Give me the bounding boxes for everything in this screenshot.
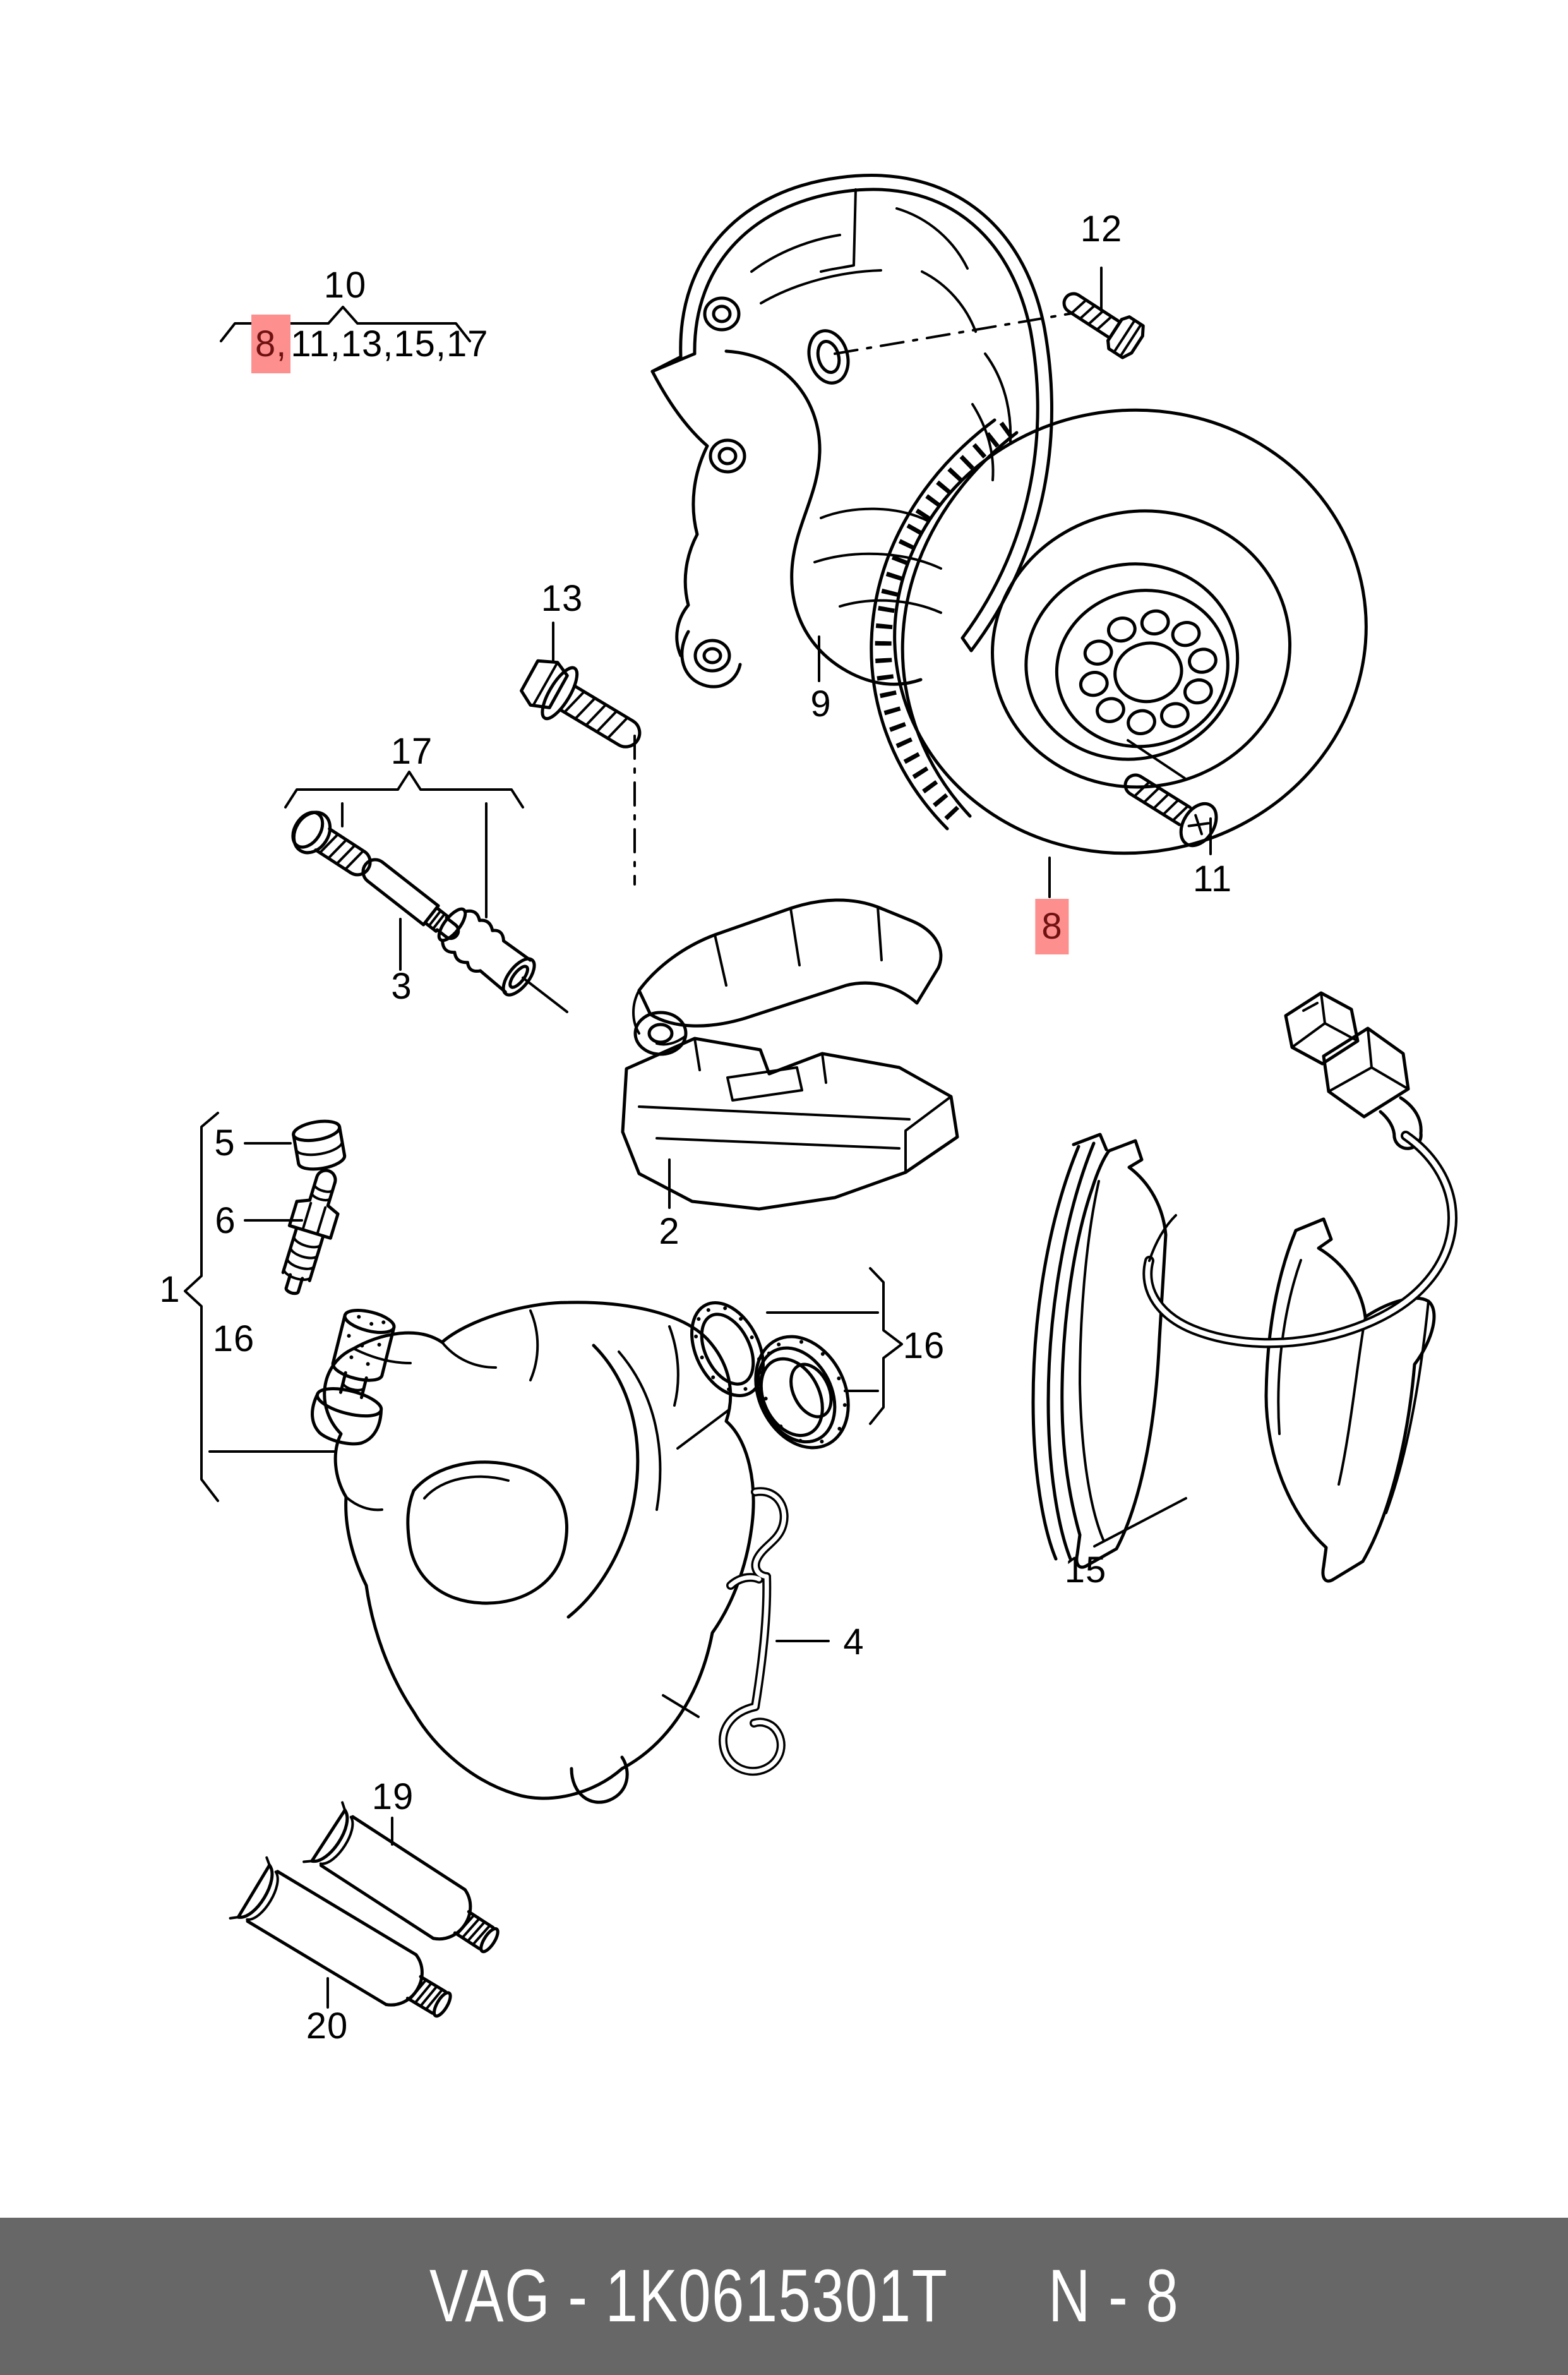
callout-16-right[interactable]: 16 [902, 1325, 945, 1366]
piston-seal [690, 1301, 765, 1397]
carrier-bolt [520, 659, 642, 749]
footer-part-number: VAG - 1K0615301T [429, 2254, 949, 2338]
legend-highlighted-ref[interactable]: 8, [251, 315, 291, 373]
piston-boot [754, 1335, 850, 1450]
callout-5[interactable]: 5 [214, 1122, 236, 1163]
bleeder-cap [292, 1119, 347, 1171]
callout-15[interactable]: 15 [1064, 1549, 1107, 1590]
leader-lines [184, 267, 1212, 2009]
legend-top-label[interactable]: 10 [323, 265, 368, 306]
footer-page-code: N - 8 [1048, 2254, 1180, 2338]
retaining-spring [719, 1487, 789, 1776]
guide-sleeve [437, 907, 536, 997]
callout-6[interactable]: 6 [215, 1200, 236, 1241]
callout-3[interactable]: 3 [391, 966, 412, 1007]
grease-tube-large [229, 1856, 452, 2018]
callout-2[interactable]: 2 [659, 1211, 680, 1252]
guide-screw [291, 810, 372, 877]
shield-bolt [1062, 292, 1145, 359]
bleeder-valve [281, 1169, 340, 1296]
legend-bottom-labels: 8,11,13,15,17 [251, 315, 489, 373]
callout-11[interactable]: 11 [1192, 858, 1233, 899]
callout-13[interactable]: 13 [541, 578, 584, 619]
pad-carrier [621, 898, 959, 1211]
callout-17[interactable]: 17 [390, 731, 433, 772]
wear-sensor [1142, 991, 1457, 1349]
grease-tube-small [302, 1801, 500, 1954]
callout-19[interactable]: 19 [371, 1776, 414, 1817]
callout-12[interactable]: 12 [1080, 208, 1123, 250]
callout-9[interactable]: 9 [810, 683, 832, 725]
callout-4[interactable]: 4 [843, 1621, 865, 1662]
guide-pin [361, 858, 460, 941]
callout-20[interactable]: 20 [306, 2005, 349, 2047]
splash-shield [650, 174, 1053, 688]
callout-16-left[interactable]: 16 [212, 1318, 255, 1359]
callout-1[interactable]: 1 [159, 1269, 181, 1310]
footer-bar: VAG - 1K0615301T N - 8 [0, 2218, 1568, 2375]
brake-pads [1031, 1133, 1436, 1583]
legend-refs[interactable]: 11,13,15,17 [290, 323, 489, 364]
callout-8[interactable]: 8 [1035, 899, 1069, 954]
brake-disc [870, 408, 1368, 855]
